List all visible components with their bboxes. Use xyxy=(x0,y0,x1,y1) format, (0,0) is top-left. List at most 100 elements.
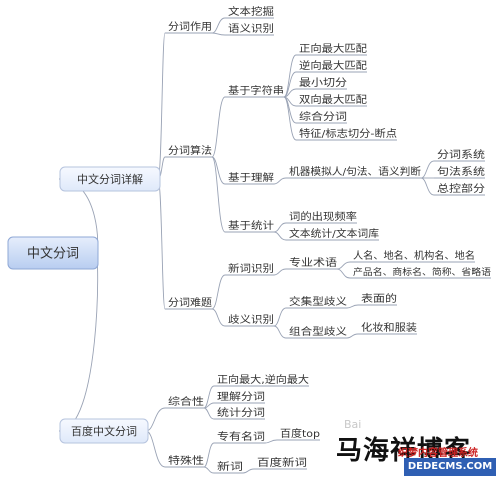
connector-n-nandian-to-n-qiyi xyxy=(211,308,228,327)
node-l-jufa-xt[interactable]: 句法系统 xyxy=(434,165,485,179)
node-label-n-tongji: 基于统计 xyxy=(228,219,274,232)
node-l-wenbentj[interactable]: 文本统计/文本词库 xyxy=(286,227,379,241)
node-n-suanfa[interactable]: 分词算法 xyxy=(165,144,212,158)
node-l-zxzd[interactable]: 正向最大,逆向最大 xyxy=(214,373,309,387)
node-label-root: 中文分词 xyxy=(27,247,79,262)
connector-n-xinci-to-n-zhuanye xyxy=(273,268,289,276)
connector-n-teshu-to-n-xinci2 xyxy=(203,466,217,474)
node-l-zonghe[interactable]: 综合分词 xyxy=(296,110,347,124)
node-l-yuyi[interactable]: 语义识别 xyxy=(225,23,274,36)
node-label-l-baiduxc: 百度新词 xyxy=(257,456,307,469)
node-label-n-zhuanye: 专业术语 xyxy=(289,256,337,269)
node-box-n-baidu xyxy=(59,418,149,444)
node-n-lijie[interactable]: 基于理解 xyxy=(225,171,274,185)
node-root[interactable]: 中文分词 xyxy=(7,236,99,270)
node-n-jiqi[interactable]: 机器模拟人/句法、语义判断 xyxy=(286,165,421,179)
connector-n-tongji-to-l-pinlv xyxy=(273,222,289,233)
connector-root-to-n-baidu xyxy=(58,252,99,432)
node-n-jiaoji[interactable]: 交集型歧义 xyxy=(286,295,347,309)
connector-n-jiqi-to-l-zongkong xyxy=(420,177,437,196)
node-l-fenci-xt[interactable]: 分词系统 xyxy=(434,148,485,162)
node-n-zifuchuan[interactable]: 基于字符串 xyxy=(225,84,284,98)
node-label-l-huazhuang: 化妆和服装 xyxy=(361,321,417,334)
node-label-n-baidu: 百度中文分词 xyxy=(71,424,137,438)
connector-n-xinci2-to-l-baiduxc xyxy=(242,468,257,474)
node-label-n-jiaoji: 交集型歧义 xyxy=(289,295,347,308)
node-n-zuhe[interactable]: 组合型歧义 xyxy=(286,325,347,339)
node-l-baiduxc[interactable]: 百度新词 xyxy=(254,456,307,470)
node-l-renming[interactable]: 人名、地名、机构名、地名 xyxy=(350,249,475,263)
node-label-l-zonghe: 综合分词 xyxy=(299,110,347,123)
node-n-zuoyong[interactable]: 分词作用 xyxy=(165,21,212,34)
node-l-shuangxiang[interactable]: 双向最大匹配 xyxy=(296,93,367,107)
node-l-tongjifc[interactable]: 统计分词 xyxy=(214,406,265,420)
node-label-n-xiangjie: 中文分词详解 xyxy=(77,172,143,186)
node-label-n-xinci: 新词识别 xyxy=(228,262,274,275)
node-n-tongji[interactable]: 基于统计 xyxy=(225,219,274,233)
node-label-n-zonghexing: 综合性 xyxy=(168,395,204,408)
node-n-qiyi[interactable]: 歧义识别 xyxy=(225,313,274,327)
connector-n-baidu-to-n-teshu xyxy=(145,430,168,468)
node-n-xiangjie[interactable]: 中文分词详解 xyxy=(59,166,161,192)
node-n-zonghexing[interactable]: 综合性 xyxy=(165,395,204,409)
node-l-zuixiao[interactable]: 最小切分 xyxy=(296,77,347,90)
node-l-nixiang[interactable]: 逆向最大匹配 xyxy=(296,59,367,73)
node-label-l-baidutop: 百度top xyxy=(280,427,320,440)
node-label-n-nandian: 分词难题 xyxy=(168,297,212,309)
node-n-baidu[interactable]: 百度中文分词 xyxy=(59,418,149,444)
node-label-n-zhuanyou: 专有名词 xyxy=(217,430,265,443)
node-label-l-pinlv: 词的出现频率 xyxy=(289,210,357,223)
connector-n-zifuchuan-to-l-zuixiao xyxy=(283,88,299,98)
node-label-n-zuoyong: 分词作用 xyxy=(168,21,212,33)
node-label-n-teshu: 特殊性 xyxy=(168,454,204,467)
node-l-zhengxiang[interactable]: 正向最大匹配 xyxy=(296,42,367,56)
node-n-zhuanyou[interactable]: 专有名词 xyxy=(214,430,265,444)
node-box-root xyxy=(7,236,99,270)
node-n-teshu[interactable]: 特殊性 xyxy=(165,454,204,468)
connector-n-zuoyong-to-l-wenben xyxy=(211,17,228,34)
connector-n-qiyi-to-n-jiaoji xyxy=(273,307,289,327)
connector-n-tongji-to-l-wenbentj xyxy=(273,231,289,241)
node-l-pinlv[interactable]: 词的出现频率 xyxy=(286,210,357,224)
connector-n-zhuanyou-to-l-baidutop xyxy=(264,439,280,444)
node-label-l-nixiang: 逆向最大匹配 xyxy=(299,59,367,72)
node-label-l-wenbentj: 文本统计/文本词库 xyxy=(289,227,379,240)
baidu-watermark: Bai xyxy=(344,418,362,431)
node-n-xinci2[interactable]: 新词 xyxy=(214,460,243,474)
connector-n-suanfa-to-n-lijie xyxy=(211,156,228,185)
connector-n-suanfa-to-n-zifuchuan xyxy=(211,96,228,158)
node-l-huazhuang[interactable]: 化妆和服装 xyxy=(358,321,417,335)
connector-n-teshu-to-n-zhuanyou xyxy=(203,442,217,468)
connector-n-zhuanye-to-l-chanpin xyxy=(336,268,353,279)
node-label-l-zxzd: 正向最大,逆向最大 xyxy=(217,373,309,386)
node-label-l-shuangxiang: 双向最大匹配 xyxy=(299,93,367,106)
node-label-n-jiqi: 机器模拟人/句法、语义判断 xyxy=(289,165,421,178)
node-l-biaomian[interactable]: 表面的 xyxy=(358,292,397,306)
node-label-l-jufa-xt: 句法系统 xyxy=(437,165,485,178)
node-label-n-xinci2: 新词 xyxy=(217,460,243,473)
connector-n-zifuchuan-to-l-shuangxiang xyxy=(283,96,299,107)
connector-n-baidu-to-n-zonghexing xyxy=(145,407,168,432)
connector-n-xiangjie-to-n-nandian xyxy=(157,178,168,310)
connector-n-zonghexing-to-l-lijiefc xyxy=(203,402,217,409)
connector-n-zifuchuan-to-l-tezheng xyxy=(283,96,299,141)
node-l-lijiefc[interactable]: 理解分词 xyxy=(214,390,265,404)
node-n-zhuanye[interactable]: 专业术语 xyxy=(286,256,337,270)
node-l-zongkong[interactable]: 总控部分 xyxy=(434,182,485,196)
node-label-n-zuhe: 组合型歧义 xyxy=(289,325,347,338)
node-l-tezheng[interactable]: 特征/标志切分-断点 xyxy=(296,127,397,141)
node-n-xinci[interactable]: 新词识别 xyxy=(225,262,274,276)
connector-n-zifuchuan-to-l-nixiang xyxy=(283,71,299,98)
connector-n-jiqi-to-l-fenci-xt xyxy=(420,160,437,179)
connector-n-nandian-to-n-xinci xyxy=(211,274,228,310)
node-l-baidutop[interactable]: 百度top xyxy=(277,427,320,441)
node-label-n-qiyi: 歧义识别 xyxy=(228,313,274,326)
node-label-l-chanpin: 产品名、商标名、简称、省略语 xyxy=(353,266,491,278)
connector-n-suanfa-to-n-tongji xyxy=(211,156,228,233)
connector-n-zuoyong-to-l-yuyi xyxy=(211,32,228,36)
node-l-chanpin[interactable]: 产品名、商标名、简称、省略语 xyxy=(350,266,491,279)
node-n-nandian[interactable]: 分词难题 xyxy=(165,297,212,310)
node-label-n-suanfa: 分词算法 xyxy=(168,144,212,157)
node-label-l-zuixiao: 最小切分 xyxy=(299,77,347,89)
node-l-wenben[interactable]: 文本挖掘 xyxy=(225,5,274,19)
